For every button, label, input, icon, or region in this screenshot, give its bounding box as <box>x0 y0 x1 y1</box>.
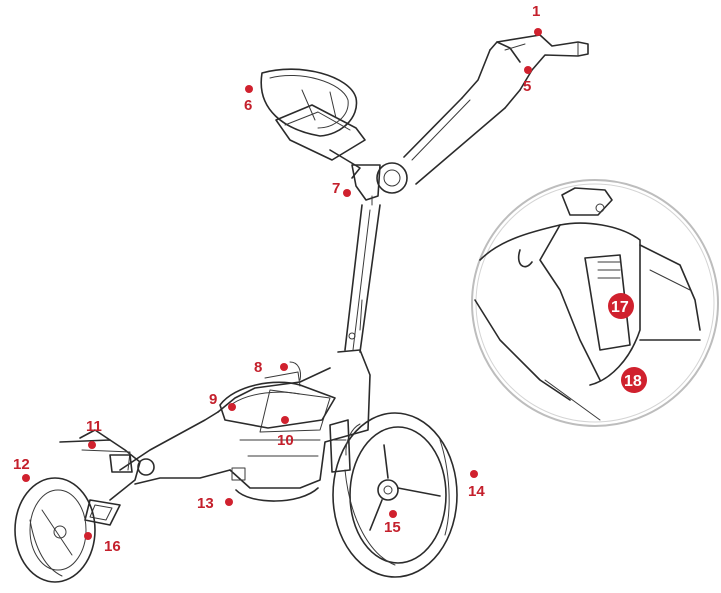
callout-15-label: 15 <box>384 519 401 536</box>
callout-17-label: 17 <box>611 299 629 316</box>
callout-15-dot <box>389 510 397 518</box>
callout-17-badge <box>608 293 634 319</box>
callout-1-label: 1 <box>532 3 540 20</box>
callout-7-label: 7 <box>332 180 340 197</box>
callout-11-dot <box>88 441 96 449</box>
callout-11-label: 11 <box>86 418 102 435</box>
callout-18-label: 18 <box>624 373 642 390</box>
hinge <box>351 162 408 206</box>
handle <box>461 34 589 109</box>
callout-12-dot <box>22 474 30 482</box>
rear-wheel <box>332 412 458 578</box>
callout-10-label: 10 <box>277 432 294 449</box>
front-wheel <box>14 477 96 583</box>
callout-5-label: 5 <box>523 78 531 95</box>
callout-7-dot <box>343 189 351 197</box>
callout-18-badge <box>621 367 647 393</box>
callout-13-dot <box>225 498 233 506</box>
lower-shaft <box>344 204 381 353</box>
lower-bag-support <box>219 361 336 429</box>
callout-10-dot <box>281 416 289 424</box>
callout-9-dot <box>228 403 236 411</box>
detail-inset <box>471 179 719 427</box>
callout-6-label: 6 <box>244 97 252 114</box>
callouts: 1 5 6 7 8 9 10 11 12 13 14 15 16 17 18 <box>13 3 647 555</box>
callout-12-label: 12 <box>13 456 30 473</box>
chassis <box>119 349 371 502</box>
callout-16-label: 16 <box>104 538 121 555</box>
callout-6-dot <box>245 85 253 93</box>
top-bag-bracket <box>260 68 366 179</box>
callout-16-dot <box>84 532 92 540</box>
callout-13-label: 13 <box>197 495 214 512</box>
callout-8-label: 8 <box>254 359 262 376</box>
upper-shaft <box>403 97 506 185</box>
callout-14-label: 14 <box>468 483 485 500</box>
callout-1-dot <box>534 28 542 36</box>
callout-5-dot <box>524 66 532 74</box>
rear-axle <box>329 419 351 473</box>
front-arm <box>59 429 155 526</box>
callout-8-dot <box>280 363 288 371</box>
callout-14-dot <box>470 470 478 478</box>
callout-9-label: 9 <box>209 391 217 408</box>
